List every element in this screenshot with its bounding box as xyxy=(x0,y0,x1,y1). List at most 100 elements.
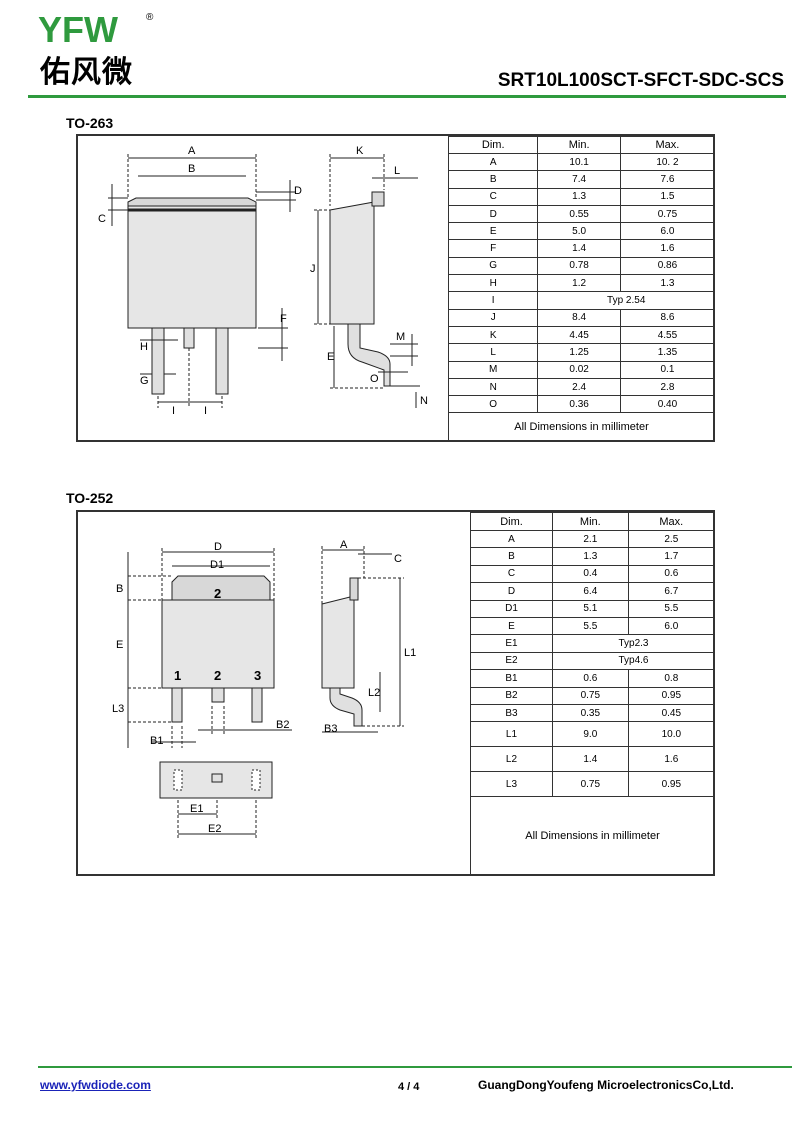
dim-cell: G xyxy=(447,256,539,276)
label-E1: E1 xyxy=(190,803,203,815)
footer-divider xyxy=(38,1066,792,1068)
page-number: 4 / 4 xyxy=(398,1081,420,1093)
to263-package-drawing: A B C D F H G I I K L J E M O N xyxy=(98,145,428,417)
max-cell: 6.0 xyxy=(619,222,716,241)
dim-cell: D1 xyxy=(470,599,553,618)
label-L3: L3 xyxy=(112,703,124,715)
registered-mark: ® xyxy=(146,12,154,23)
label-pin-1: 1 xyxy=(174,668,181,683)
max-cell: 0.1 xyxy=(619,360,716,379)
label-A: A xyxy=(340,539,348,551)
label-tab-2: 2 xyxy=(214,586,221,601)
dim-cell: E1 xyxy=(470,634,553,653)
dim-cell: N xyxy=(447,377,539,397)
max-cell: 4.55 xyxy=(619,325,716,345)
label-L2: L2 xyxy=(368,687,380,699)
website-link[interactable]: www.yfwdiode.com xyxy=(40,1078,151,1092)
label-J: J xyxy=(310,263,316,275)
min-cell: 0.75 xyxy=(551,686,629,705)
min-cell: 7.4 xyxy=(537,170,621,189)
max-cell: 0.75 xyxy=(619,204,716,224)
min-cell: 2.4 xyxy=(537,377,621,397)
dim-cell: B3 xyxy=(470,703,553,723)
label-G: G xyxy=(140,375,149,387)
label-K: K xyxy=(356,145,364,157)
max-cell: 0.95 xyxy=(627,771,716,798)
column-header: Min. xyxy=(537,136,621,154)
label-F: F xyxy=(280,313,287,325)
column-header: Dim. xyxy=(470,512,553,531)
table-header-row: Dim.Min.Max. xyxy=(470,512,716,531)
max-cell: 8.6 xyxy=(619,308,716,327)
max-cell: 1.6 xyxy=(627,746,716,773)
label-D: D xyxy=(294,185,302,197)
dim-cell: J xyxy=(447,308,539,327)
max-cell: 6.7 xyxy=(627,582,716,601)
dim-cell: E2 xyxy=(470,651,553,671)
label-C: C xyxy=(98,213,106,225)
min-cell: 1.4 xyxy=(537,239,621,258)
column-header: Dim. xyxy=(447,136,539,154)
min-cell: 6.4 xyxy=(551,582,629,601)
min-cell: 0.78 xyxy=(537,256,621,276)
typ-cell: Typ 2.54 xyxy=(537,291,715,310)
table-header-row: Dim.Min.Max. xyxy=(447,136,716,154)
max-cell: 1.35 xyxy=(619,343,716,362)
min-cell: 0.4 xyxy=(551,564,629,584)
label-C: C xyxy=(394,553,402,565)
label-L: L xyxy=(394,165,400,177)
dim-cell: I xyxy=(447,291,539,310)
dim-cell: E xyxy=(447,222,539,241)
dim-cell: D xyxy=(447,204,539,224)
max-cell: 0.40 xyxy=(619,395,716,414)
label-B1: B1 xyxy=(150,735,163,747)
min-cell: 1.2 xyxy=(537,274,621,293)
label-A: A xyxy=(188,145,196,157)
dim-cell: E xyxy=(470,616,553,636)
min-cell: 10.1 xyxy=(537,152,621,172)
column-header: Min. xyxy=(551,512,629,531)
max-cell: 6.0 xyxy=(627,616,716,636)
label-E2: E2 xyxy=(208,823,221,835)
max-cell: 1.6 xyxy=(619,239,716,258)
dim-cell: F xyxy=(447,239,539,258)
min-cell: 1.3 xyxy=(551,547,629,566)
label-N: N xyxy=(420,395,428,407)
dim-cell: K xyxy=(447,325,539,345)
min-cell: 1.3 xyxy=(537,187,621,206)
note-row: All Dimensions in millimeter xyxy=(470,796,715,876)
max-cell: 1.5 xyxy=(619,187,716,206)
dim-cell: M xyxy=(447,360,539,379)
min-cell: 4.45 xyxy=(537,325,621,345)
dim-cell: O xyxy=(447,395,539,414)
max-cell: 0.86 xyxy=(619,256,716,276)
max-cell: 5.5 xyxy=(627,599,716,618)
label-D1: D1 xyxy=(210,559,224,571)
max-cell: 0.45 xyxy=(627,703,716,723)
dim-cell: B1 xyxy=(470,669,553,688)
to252-package-drawing: D D1 B E L3 B1 B2 2 1 2 3 A C L1 L2 B3 E… xyxy=(112,539,416,840)
company-logo: YFW ® 佑风微 xyxy=(38,10,158,94)
max-cell: 10. 2 xyxy=(619,152,716,172)
label-D: D xyxy=(214,541,222,553)
